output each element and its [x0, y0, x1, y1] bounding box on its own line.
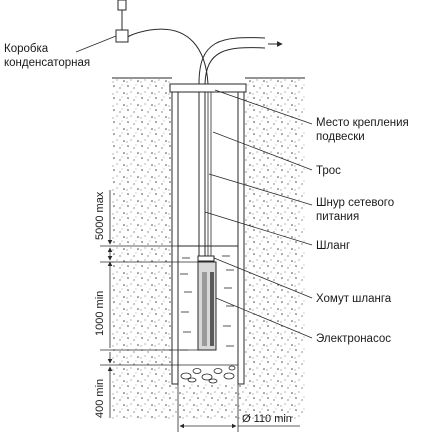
labels: Коробка конденсаторная Место крепления п…: [4, 43, 409, 345]
dim-immersion-text: 1000 min: [94, 291, 106, 336]
electric-pump: [197, 255, 217, 351]
pump-label: Электронасос: [316, 333, 391, 345]
hose-above-ground: [198, 37, 266, 85]
hose-clamp: [197, 255, 215, 262]
capacitor-leader: [75, 35, 117, 53]
well-head-cap: [169, 83, 247, 93]
suspension-mount-label-line2: подвески: [316, 131, 365, 143]
dim-diameter-text: Ø 110 min: [242, 413, 292, 425]
hose-label: Шланг: [316, 240, 350, 252]
casing-wall-left: [171, 89, 179, 385]
soil-left: [112, 78, 172, 420]
suspension-mount-label-line1: Место крепления: [316, 117, 409, 129]
power-cord-label-line1: Шнур сетевого: [316, 197, 394, 209]
pump-highlight: [202, 272, 207, 346]
dim-bottom-clearance-text: 400 min: [94, 379, 106, 418]
casing-wall-right: [237, 89, 245, 385]
power-cord-label-line2: питания: [316, 211, 359, 223]
capacitor-box-label-line2: конденсаторная: [4, 57, 90, 69]
pump-motor: [210, 272, 214, 346]
plug-icon: [117, 0, 127, 11]
gravel-bottom: [180, 365, 236, 384]
hose-clamp-label: Хомут шланга: [316, 293, 392, 305]
leader-lines: [204, 89, 313, 339]
diameter-dimension: Ø 110 min: [177, 384, 300, 432]
water-ripples: [180, 255, 234, 351]
soil-bottom: [172, 384, 245, 420]
dim-depth-max-text: 5000 max: [94, 191, 106, 240]
well-casing: [169, 83, 247, 385]
power-cord-above-ground: [119, 28, 209, 85]
cable-label: Трос: [316, 165, 341, 177]
soil-right: [245, 78, 305, 420]
ground: [112, 77, 305, 420]
hose-above-ground-outer: [204, 47, 266, 85]
vertical-dimensions: 5000 max 1000 min 400 min: [94, 190, 198, 418]
capacitor-box-label-line1: Коробка: [4, 43, 49, 55]
capacitor-box: [75, 29, 129, 53]
